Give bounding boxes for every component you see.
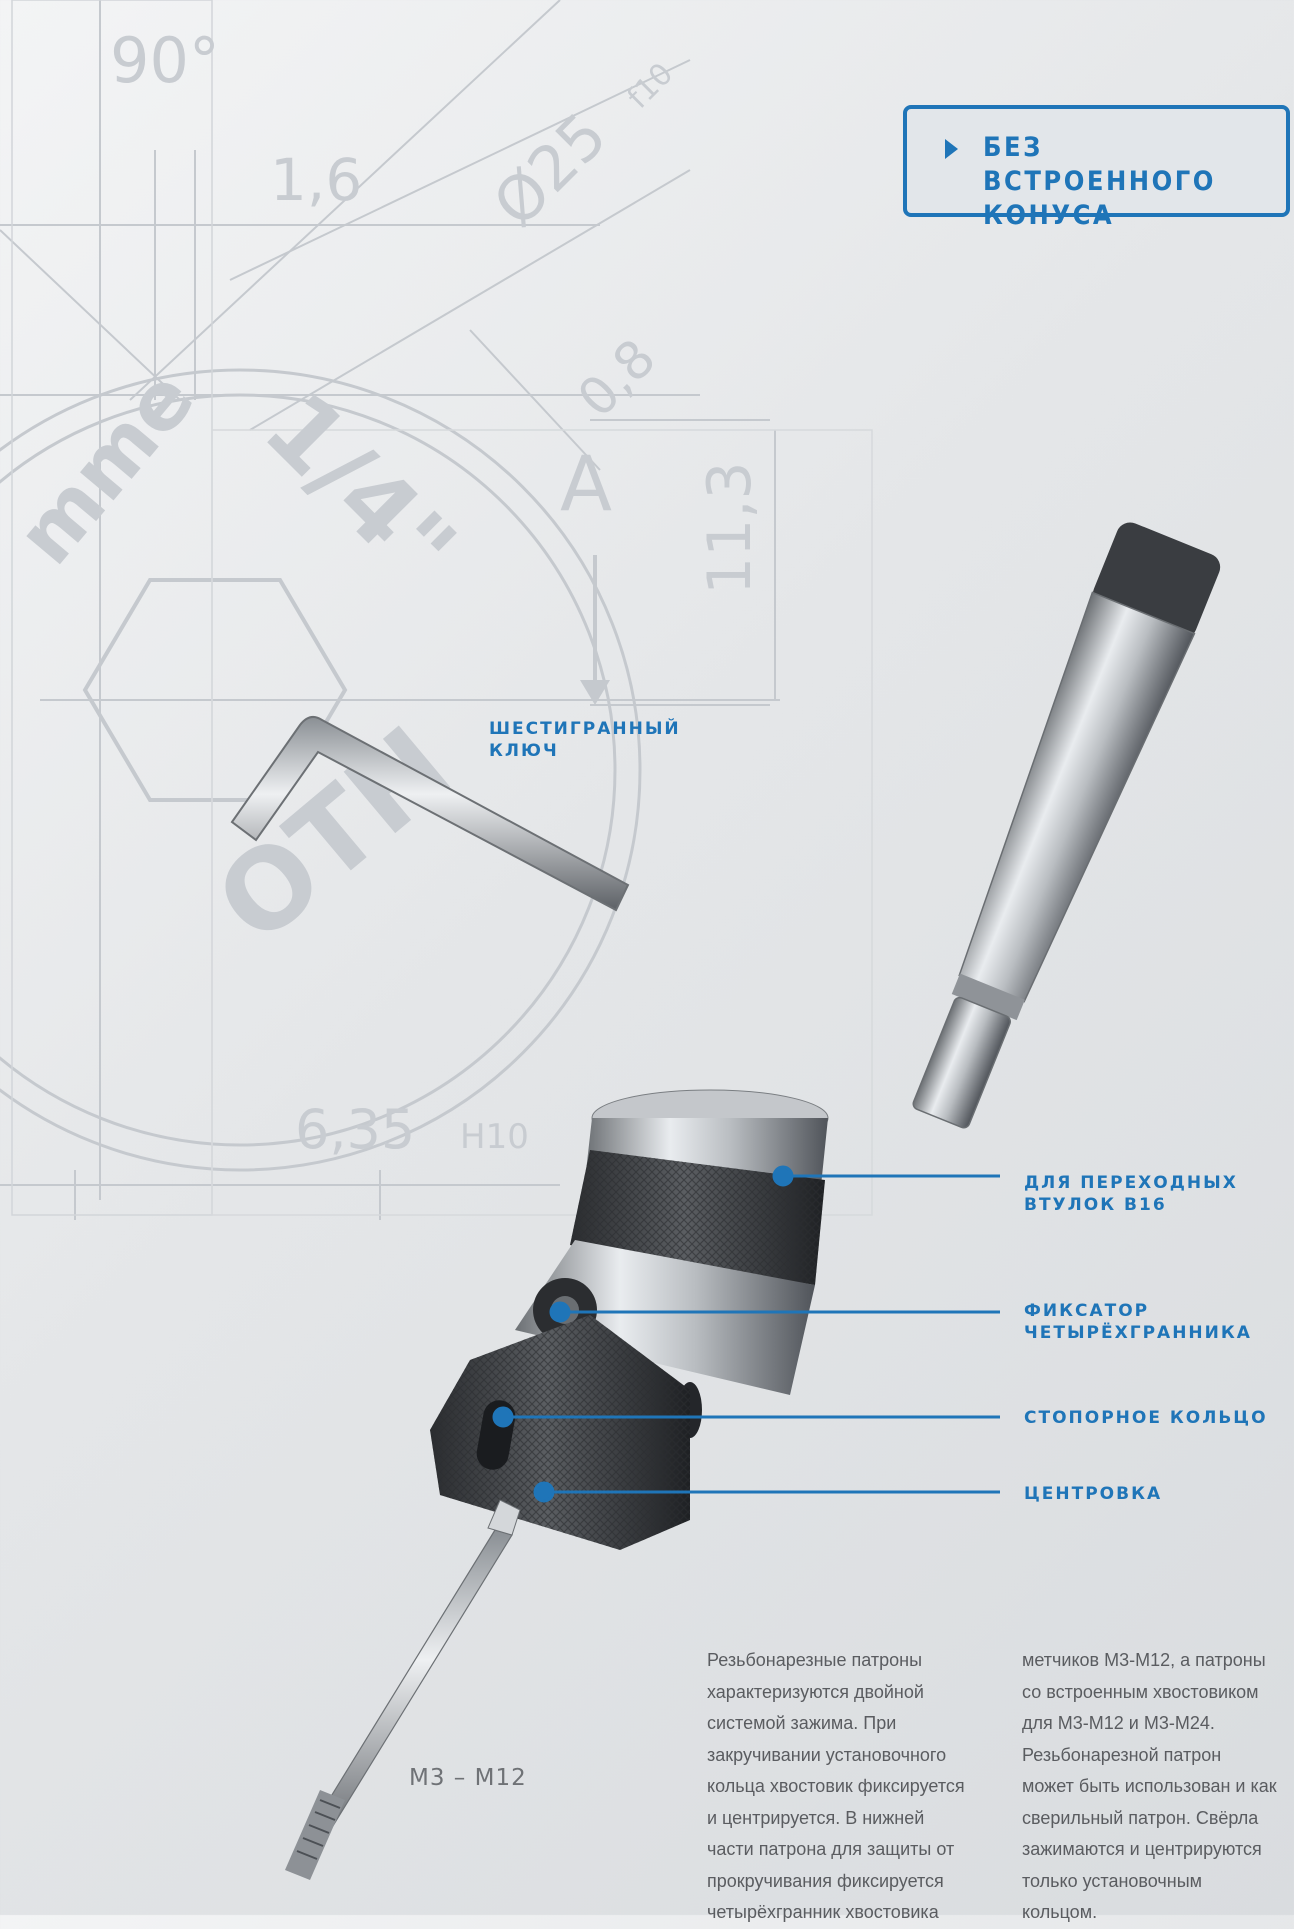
bp-angle: 90°	[110, 24, 220, 97]
arrow-right-icon	[945, 139, 958, 159]
body-text-col2: метчиков M3-M12, а патроны со встроенным…	[1022, 1650, 1277, 1922]
label-square-lock: ФИКСАТОР ЧЕТЫРЁХГРАННИКА	[1024, 1301, 1252, 1343]
label-lock-ring: СТОПОРНОЕ КОЛЬЦО	[1024, 1408, 1268, 1428]
no-taper-badge: БЕЗ ВСТРОЕННОГО КОНУСА	[903, 105, 1290, 231]
body-text-col1: Резьбонарезные патроны характеризуются д…	[707, 1650, 965, 1922]
label-adapter: ДЛЯ ПЕРЕХОДНЫХ ВТУЛОК B16	[1024, 1173, 1238, 1215]
bp-height: 11,3	[695, 461, 765, 595]
bp-section: A	[560, 439, 612, 528]
hex-key	[230, 715, 630, 912]
label-hex-key: ШЕСТИГРАННЫЙ КЛЮЧ	[489, 719, 681, 761]
bp-dim1: 1,6	[270, 146, 362, 214]
badge-text: БЕЗ ВСТРОЕННОГО КОНУСА	[983, 132, 1216, 231]
taper-shank	[912, 522, 1221, 1129]
bp-size: 6,35	[295, 1098, 415, 1161]
thread-tap	[285, 1499, 521, 1880]
bp-size-sub: H10	[460, 1117, 529, 1157]
tap-range: M3 – M12	[409, 1765, 527, 1791]
tapping-chuck	[430, 1089, 829, 1550]
label-centering: ЦЕНТРОВКА	[1024, 1484, 1163, 1504]
